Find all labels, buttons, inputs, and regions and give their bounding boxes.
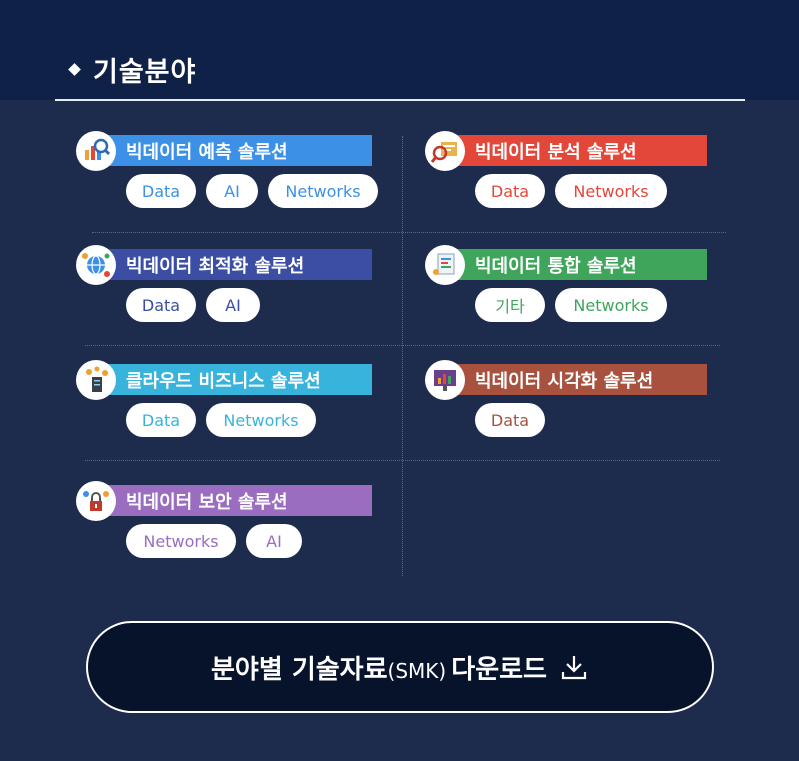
tag-ai[interactable]: AI — [206, 174, 258, 208]
tag-list: Data — [475, 403, 545, 437]
security-lock-icon — [76, 481, 116, 521]
tag-list: Data Networks — [126, 403, 316, 437]
tag-data[interactable]: Data — [126, 174, 196, 208]
tag-list: Data AI — [126, 288, 260, 322]
category-title: 빅데이터 최적화 솔루션 — [98, 249, 372, 280]
tag-data[interactable]: Data — [126, 403, 196, 437]
chart-board-icon — [425, 360, 465, 400]
tag-etc[interactable]: 기타 — [475, 288, 545, 322]
tag-ai[interactable]: AI — [246, 524, 302, 558]
download-icon — [559, 652, 589, 682]
header-band — [0, 0, 799, 100]
download-label: 분야별 기술자료(SMK) 다운로드 — [211, 654, 547, 685]
diamond-bullet-icon — [68, 63, 81, 76]
category-title: 빅데이터 분석 솔루션 — [447, 135, 707, 166]
magnifier-document-icon — [425, 131, 465, 171]
title-divider — [55, 99, 745, 101]
tag-data[interactable]: Data — [475, 403, 545, 437]
tag-networks[interactable]: Networks — [126, 524, 236, 558]
data-sheet-icon — [425, 245, 465, 285]
category-title: 빅데이터 보안 솔루션 — [98, 485, 372, 516]
globe-network-icon — [76, 245, 116, 285]
category-title: 빅데이터 시각화 솔루션 — [447, 364, 707, 395]
tag-networks[interactable]: Networks — [206, 403, 316, 437]
category-title: 클라우드 비즈니스 솔루션 — [98, 364, 372, 395]
magnifier-chart-icon — [76, 131, 116, 171]
section-title-text: 기술분야 — [93, 57, 197, 88]
category-title: 빅데이터 통합 솔루션 — [447, 249, 707, 280]
column-divider — [402, 136, 403, 576]
row-divider-2 — [85, 345, 720, 346]
tag-list: Networks AI — [126, 524, 302, 558]
tag-data[interactable]: Data — [475, 174, 545, 208]
download-button[interactable]: 분야별 기술자료(SMK) 다운로드 — [86, 621, 714, 713]
row-divider-3 — [85, 460, 720, 461]
section-title: 기술분야 — [68, 50, 197, 89]
tag-ai[interactable]: AI — [206, 288, 260, 322]
tag-networks[interactable]: Networks — [555, 174, 667, 208]
tag-networks[interactable]: Networks — [555, 288, 667, 322]
cloud-server-icon — [76, 360, 116, 400]
tag-list: Data AI Networks — [126, 174, 378, 208]
category-title: 빅데이터 예측 솔루션 — [98, 135, 372, 166]
tag-networks[interactable]: Networks — [268, 174, 378, 208]
tag-list: Data Networks — [475, 174, 667, 208]
tag-data[interactable]: Data — [126, 288, 196, 322]
tag-list: 기타 Networks — [475, 288, 667, 322]
row-divider-1 — [92, 232, 726, 233]
